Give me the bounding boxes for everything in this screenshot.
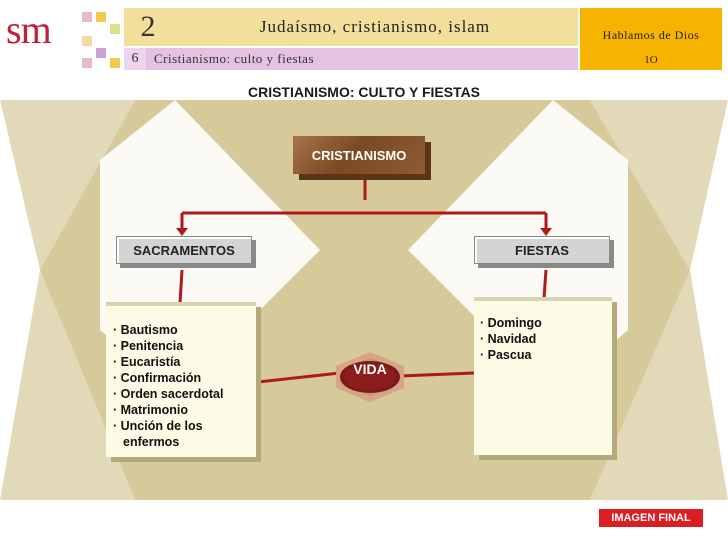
publisher-logo: sm bbox=[6, 7, 52, 52]
list-item: · Eucaristía bbox=[113, 355, 181, 369]
fiestas-header: FIESTAS bbox=[474, 236, 610, 264]
fiestas-list: · Domingo · Navidad · Pascua bbox=[480, 315, 612, 363]
list-item: · Bautismo bbox=[113, 323, 178, 337]
list-item: · Navidad bbox=[480, 332, 537, 346]
lesson-number: 6 bbox=[124, 48, 146, 70]
vida-label: VIDA bbox=[353, 361, 387, 377]
list-item: · Orden sacerdotal bbox=[113, 387, 224, 401]
root-node: CRISTIANISMO bbox=[293, 136, 425, 174]
root-label: CRISTIANISMO bbox=[311, 147, 407, 163]
list-item: · Pascua bbox=[480, 348, 532, 362]
book-number: 1O bbox=[644, 54, 658, 66]
list-item: · Unción de los enfermos bbox=[113, 419, 203, 449]
sacramentos-list-card: · Bautismo · Penitencia · Eucaristía · C… bbox=[106, 302, 256, 457]
sacramentos-label: SACRAMENTOS bbox=[133, 242, 235, 258]
fiestas-label: FIESTAS bbox=[515, 242, 569, 258]
vida-badge-shape bbox=[336, 352, 404, 402]
lesson-title: Cristianismo: culto y fiestas bbox=[146, 48, 578, 70]
vida-node: VIDA bbox=[336, 352, 404, 402]
final-image-button[interactable]: IMAGEN FINAL bbox=[599, 509, 703, 527]
unit-number: 2 bbox=[124, 8, 172, 46]
sacramentos-header: SACRAMENTOS bbox=[116, 236, 252, 264]
list-item: · Matrimonio bbox=[113, 403, 188, 417]
book-panel: Hablamos de Dios 1O bbox=[580, 8, 722, 70]
diagram-title: CRISTIANISMO: CULTO Y FIESTAS bbox=[247, 84, 481, 100]
fiestas-list-card: · Domingo · Navidad · Pascua bbox=[474, 297, 612, 455]
list-item: · Domingo bbox=[480, 316, 542, 330]
book-title: Hablamos de Dios bbox=[602, 28, 700, 42]
list-item: · Penitencia bbox=[113, 339, 184, 353]
sacramentos-list: · Bautismo · Penitencia · Eucaristía · C… bbox=[113, 322, 256, 450]
list-item: · Confirmación bbox=[113, 371, 202, 385]
unit-title: Judaísmo, cristianismo, islam bbox=[172, 8, 578, 46]
